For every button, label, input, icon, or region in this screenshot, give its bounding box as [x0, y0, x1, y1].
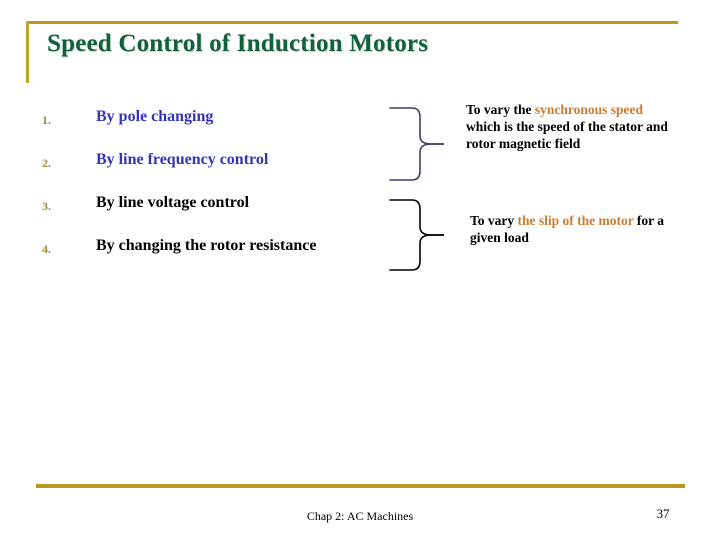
list-item: 3. By line voltage control — [40, 194, 390, 237]
list-item: 2. By line frequency control — [40, 151, 390, 194]
list-item-number: 4. — [42, 242, 51, 256]
title-rule-vertical — [26, 21, 29, 83]
page-title: Speed Control of Induction Motors — [47, 30, 429, 57]
note-synchronous-speed: To vary the synchronous speed which is t… — [466, 101, 676, 152]
curly-brace-icon-lower — [388, 196, 446, 279]
note-lead-text: To vary the — [466, 102, 535, 117]
footer-page-number: 37 — [656, 506, 670, 521]
list-item-label: By changing the rotor resistance — [96, 237, 317, 254]
list-item: 1. By pole changing — [40, 108, 390, 151]
methods-list: 1. By pole changing 2. By line frequency… — [40, 108, 390, 280]
list-item: 4. By changing the rotor resistance — [40, 237, 390, 280]
list-item-number: 3. — [42, 199, 51, 213]
list-item-label: By line voltage control — [96, 194, 250, 211]
note-tail-text: which is the speed of the stator and rot… — [466, 119, 668, 151]
curly-brace-icon-upper — [388, 104, 446, 189]
list-item-label: By pole changing — [96, 108, 214, 125]
list-item-number: 2. — [42, 156, 51, 170]
footer-chapter-label: Chap 2: AC Machines — [306, 509, 414, 523]
list-item-number: 1. — [42, 113, 51, 127]
note-tail-text: for a given load — [470, 213, 665, 245]
note-lead-text: To vary — [470, 213, 518, 228]
list-item-label: By line frequency control — [96, 151, 269, 168]
note-accent-text: the slip of the motor — [517, 213, 634, 228]
footer-rule — [36, 484, 685, 488]
title-rule-horizontal — [26, 21, 678, 24]
note-accent-text: synchronous speed — [534, 102, 644, 117]
note-motor-slip: To vary the slip of the motor for a give… — [470, 212, 680, 246]
